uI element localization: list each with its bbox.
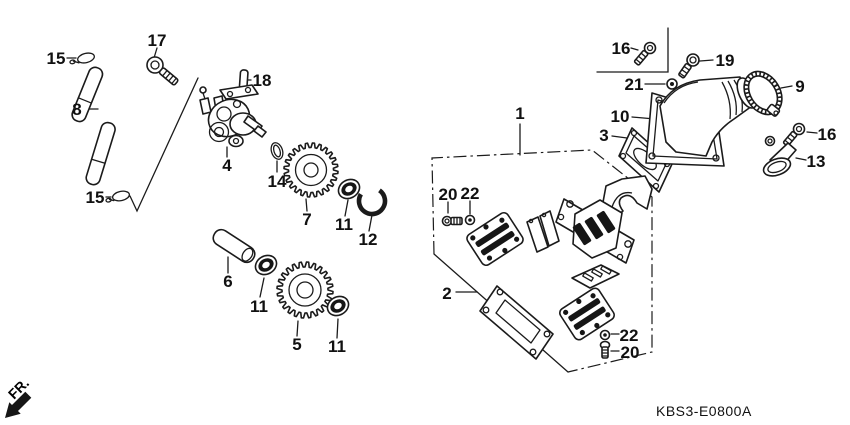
- callout-19[interactable]: 19: [716, 51, 735, 70]
- callout-21[interactable]: 21: [625, 75, 644, 94]
- part-16-bolt-top: [633, 41, 657, 66]
- part-19-bolt: [678, 53, 700, 79]
- part-5-idle-gear: [276, 261, 334, 319]
- callout-15-bottom[interactable]: 15: [86, 188, 105, 207]
- part-8-oil-tube: [71, 66, 116, 186]
- callout-2[interactable]: 2: [442, 284, 451, 303]
- callout-16-top[interactable]: 16: [612, 39, 631, 58]
- part-20-bolt-left: [441, 215, 463, 227]
- callout-8[interactable]: 8: [72, 100, 81, 119]
- reed-valve-body: [555, 175, 653, 264]
- part-10-intake-manifold: [645, 76, 758, 167]
- part-11-washer-c: [326, 295, 350, 317]
- part-2-gasket: [479, 285, 554, 360]
- callout-20-right[interactable]: 20: [621, 343, 640, 362]
- callout-4[interactable]: 4: [222, 156, 232, 175]
- callout-11-b[interactable]: 11: [250, 297, 268, 316]
- part-6-roller-pin: [212, 228, 256, 264]
- diagram-code: KBS3-E0800A: [656, 403, 752, 419]
- callout-17[interactable]: 17: [148, 31, 167, 50]
- callout-7[interactable]: 7: [302, 210, 311, 229]
- callout-1[interactable]: 1: [515, 104, 524, 123]
- callout-18[interactable]: 18: [253, 71, 272, 90]
- callout-10[interactable]: 10: [611, 107, 630, 126]
- callout-6[interactable]: 6: [223, 272, 232, 291]
- part-7-pump-gear: [283, 142, 339, 198]
- callout-20-left[interactable]: 20: [439, 185, 458, 204]
- callout-13[interactable]: 13: [807, 152, 826, 171]
- part-22-washer-right: [599, 329, 611, 341]
- callout-15-top[interactable]: 15: [47, 49, 66, 68]
- part-12-circlip: [356, 185, 388, 217]
- reed-block-lower: [559, 287, 615, 341]
- reed-block-left: [466, 211, 524, 267]
- pointer-v-line: [129, 77, 199, 213]
- callout-11-a[interactable]: 11: [335, 215, 353, 234]
- assembly-1-boundary: [431, 149, 653, 373]
- front-direction-marker: FR.: [5, 375, 32, 418]
- callout-22-left[interactable]: 22: [461, 184, 480, 203]
- callout-11-c[interactable]: 11: [328, 337, 346, 356]
- part-22-washer-left: [464, 214, 476, 226]
- part-4-oil-pump: [199, 84, 267, 148]
- part-14-oring: [270, 142, 284, 160]
- part-20-bolt-right: [599, 340, 611, 359]
- part-9-hose-clamp: [743, 70, 783, 116]
- callout-22-right[interactable]: 22: [620, 326, 639, 345]
- callout-5[interactable]: 5: [292, 335, 301, 354]
- part-11-washer-a: [337, 178, 361, 200]
- callout-9[interactable]: 9: [795, 77, 804, 96]
- part-13-tube-clamp: [762, 135, 797, 177]
- part-16-bolt-right: [782, 122, 806, 147]
- callout-16-right[interactable]: 16: [818, 125, 837, 144]
- part-15-clip-top: [69, 52, 95, 65]
- part-21-washer: [666, 78, 678, 90]
- group-bracket-line: [596, 27, 669, 73]
- reed-petals: [526, 210, 560, 253]
- callout-14[interactable]: 14: [268, 172, 287, 191]
- callout-12[interactable]: 12: [359, 230, 378, 249]
- part-11-washer-b: [254, 254, 278, 276]
- part-15-clip-bottom: [105, 190, 131, 203]
- part-9-clamp-screw: [766, 103, 781, 117]
- callout-3[interactable]: 3: [599, 126, 608, 145]
- reed-plate: [571, 264, 620, 289]
- part-17-bolt: [146, 56, 179, 86]
